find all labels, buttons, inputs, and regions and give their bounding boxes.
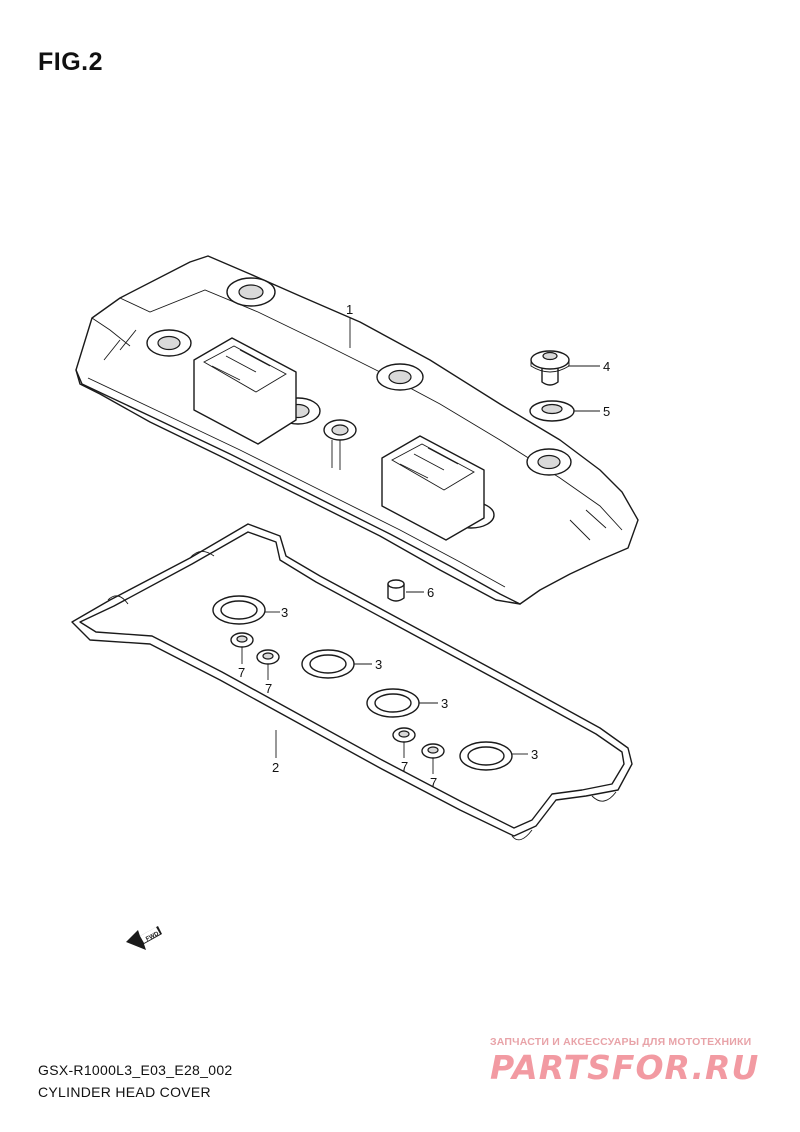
cylinder-head-cover (75, 255, 639, 605)
callout-5: 5 (603, 404, 610, 419)
callout-7a: 7 (238, 665, 245, 680)
cylinder-head-cover-gasket (71, 523, 633, 841)
callout-6: 6 (427, 585, 434, 600)
forward-arrow-icon: FWD (126, 926, 162, 950)
bolt (530, 350, 570, 386)
dowel (387, 579, 405, 602)
diagram-code: GSX-R1000L3_E03_E28_002 (38, 1062, 233, 1078)
callout-3d: 3 (531, 747, 538, 762)
callout-2: 2 (272, 760, 279, 775)
callout-1: 1 (346, 302, 353, 317)
watermark-logo: PARTSFOR.RU (490, 1048, 760, 1087)
leader-lines (241, 318, 600, 774)
washer (529, 400, 575, 422)
callout-7b: 7 (265, 681, 272, 696)
figure-title: FIG.2 (38, 48, 104, 76)
callout-4: 4 (603, 359, 610, 374)
callout-3b: 3 (375, 657, 382, 672)
callout-3c: 3 (441, 696, 448, 711)
diagram-name: CYLINDER HEAD COVER (38, 1084, 211, 1100)
callout-7d: 7 (430, 775, 437, 790)
callout-3a: 3 (281, 605, 288, 620)
callout-7c: 7 (401, 759, 408, 774)
watermark-caption: ЗАПЧАСТИ И АКСЕССУАРЫ ДЛЯ МОТОТЕХНИКИ (490, 1036, 752, 1048)
plug-hole-seals (212, 595, 513, 771)
